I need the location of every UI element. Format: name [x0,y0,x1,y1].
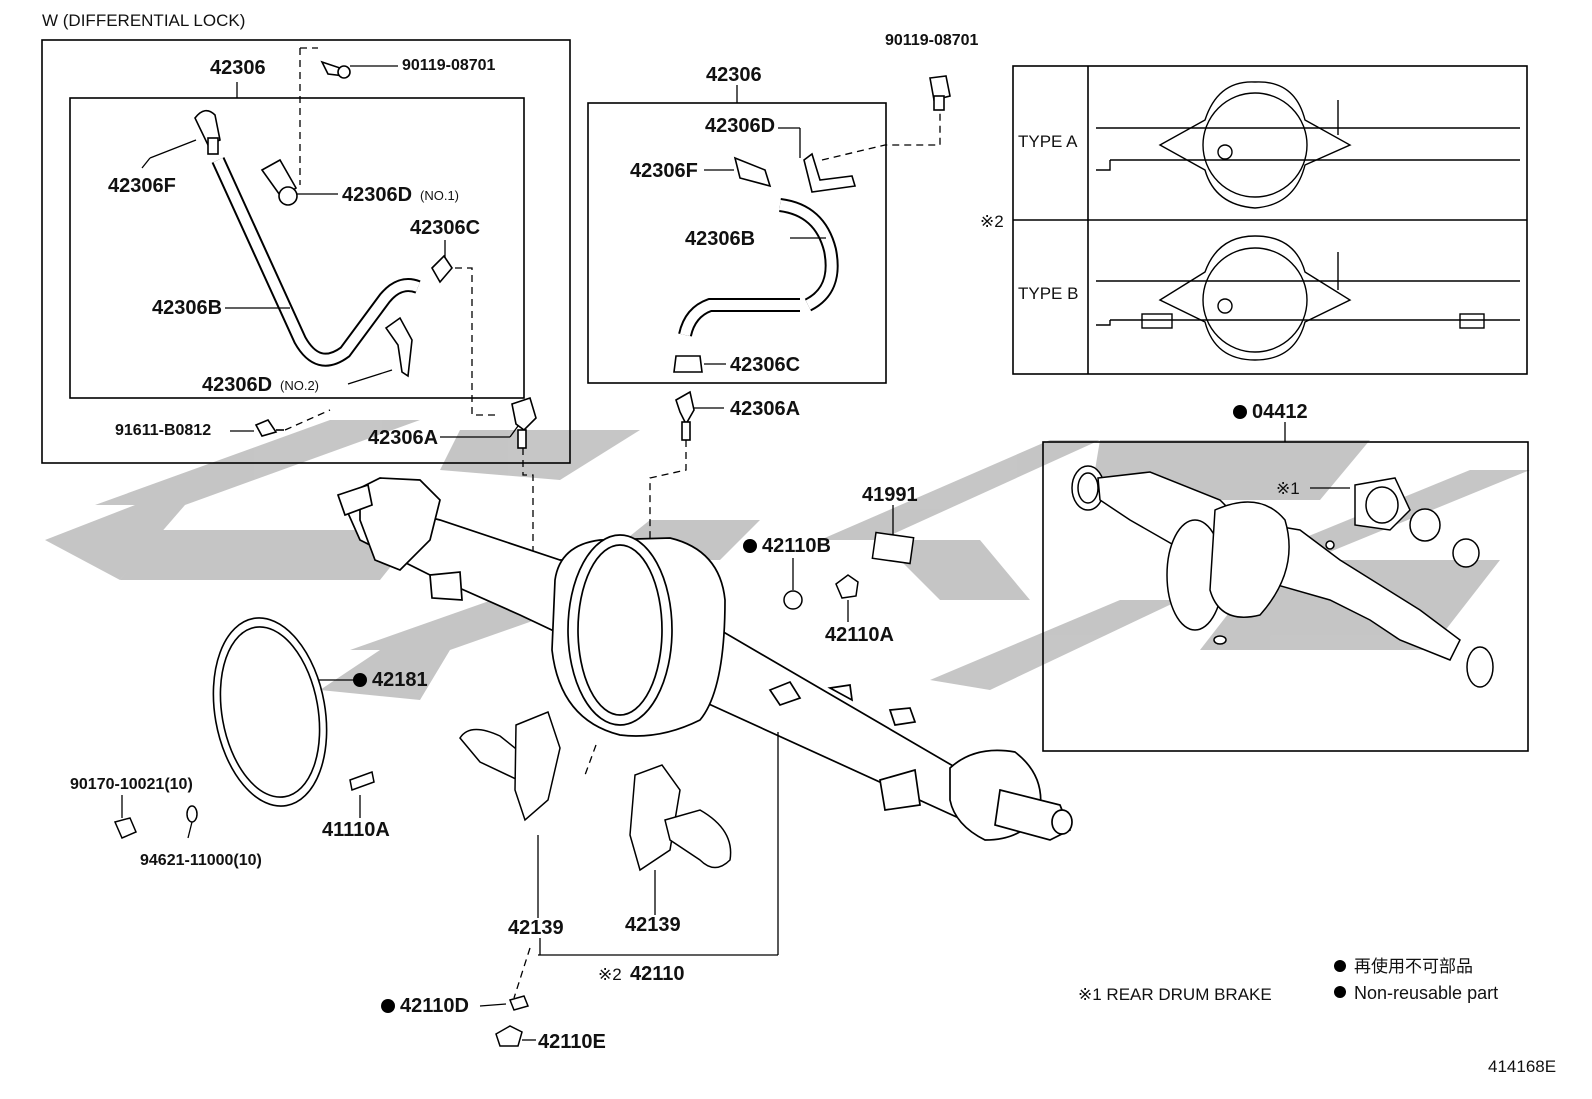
label-90119-w: 90119-08701 [402,57,496,74]
label-42110A: 42110A [825,624,894,646]
label-type-a: TYPE A [1018,132,1078,151]
label-mark1: ※1 [1276,479,1300,498]
label-42139-right: 42139 [625,914,681,936]
gasket-42181 [212,617,328,807]
label-94621: 94621-11000(10) [140,852,262,869]
center-hose-assembly [673,75,951,441]
label-42306D-w-note: (NO.1) [420,188,459,203]
bracket-42139-right [629,764,732,872]
label-mark2: ※2 [980,212,1004,231]
type-b-housing [1096,235,1520,361]
label-42110B: 42110B [743,536,831,556]
small-parts [113,531,915,1047]
box-type-ab [1012,65,1528,375]
legend-note1: ※1 REAR DRUM BRAKE [1078,985,1272,1004]
label-91611: 91611-B0812 [115,422,212,439]
legend-bullet-en [1334,986,1346,998]
figure-id: 414168E [1488,1057,1557,1076]
label-42306B-c: 42306B [685,228,756,250]
box-w-title: W (DIFFERENTIAL LOCK) [42,11,246,30]
bracket-42139-left [459,711,561,822]
label-04412: 04412 [1233,402,1308,422]
axle-04412-assembly [1071,465,1494,688]
legend-en: Non-reusable part [1354,983,1499,1003]
label-42110E: 42110E [538,1031,606,1053]
label-41991: 41991 [862,484,918,506]
legend-jp: 再使用不可部品 [1354,957,1473,976]
axle-housing [336,477,1073,841]
label-42306-w: 42306 [210,57,266,79]
label-42306B-w: 42306B [152,297,223,319]
type-a-housing [1096,81,1520,209]
label-42306D-c: 42306D [705,115,776,137]
label-42306F-w: 42306F [108,175,176,197]
label-41110A: 41110A [322,819,390,841]
label-42181: 42181 [353,670,428,690]
label-90119-top: 90119-08701 [885,32,979,49]
main-leader-lines [121,422,1350,1041]
w-leader-lines [141,47,534,555]
label-42110D: 42110D [381,996,469,1016]
label-42306F-c: 42306F [630,160,698,182]
label-42306D2-w-note: (NO.2) [280,378,319,393]
label-type-b: TYPE B [1018,284,1079,303]
label-42110-mark: ※2 [598,965,622,984]
w-hose-assembly [194,60,537,449]
box-differential-lock [41,39,571,464]
legend-bullet-jp [1334,960,1346,972]
label-42306C-w: 42306C [410,217,481,239]
label-42306-c: 42306 [706,64,762,86]
label-42306D2-w: 42306D [202,374,273,396]
label-42306A-w: 42306A [368,427,439,449]
center-leader-lines [649,85,941,560]
label-42306A-c: 42306A [730,398,801,420]
label-42306C-c: 42306C [730,354,801,376]
label-42110: 42110 [630,963,685,985]
label-90170: 90170-10021(10) [70,776,193,793]
label-42306D-w: 42306D [342,184,413,206]
label-42139-left: 42139 [508,917,564,939]
